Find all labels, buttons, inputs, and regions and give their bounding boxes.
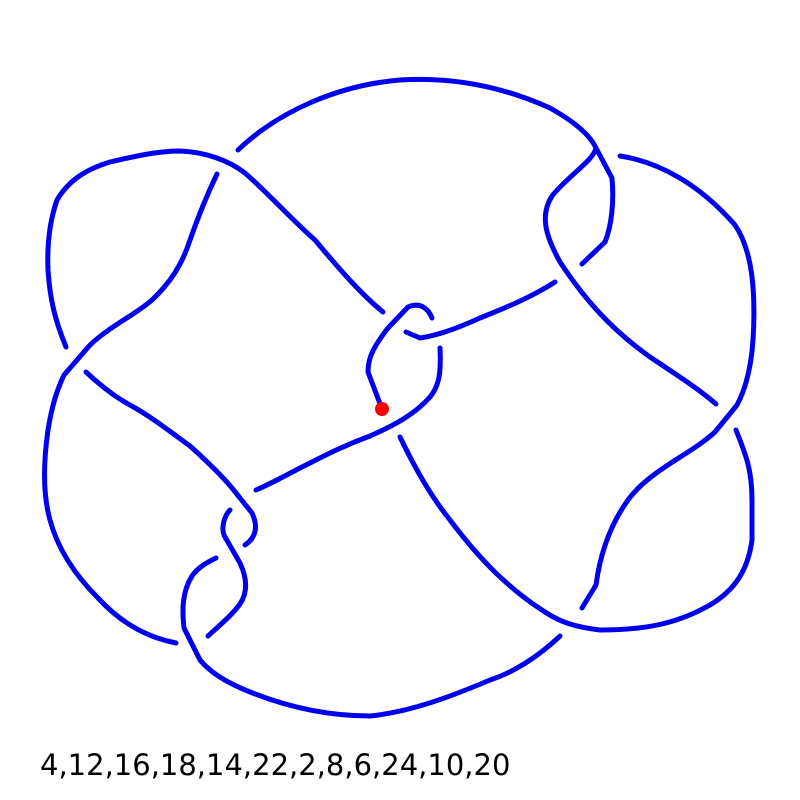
knot-strand: [205, 507, 249, 639]
knot-strand: [83, 369, 258, 548]
knot-strand: [45, 148, 386, 350]
knot-strand: [579, 153, 757, 611]
start-point-marker: [375, 402, 389, 416]
knot-strand: [403, 279, 558, 341]
knot-strand: [42, 171, 220, 646]
knot-code-caption: 4,12,16,18,14,22,2,8,6,24,10,20: [40, 748, 511, 782]
knot-strand: [235, 76, 616, 267]
knot-strand: [542, 145, 719, 407]
knot-strand: [180, 555, 563, 719]
knot-strand: [253, 345, 443, 493]
knot-strand: [365, 302, 435, 412]
knot-strands: [42, 76, 757, 719]
knot-strand: [397, 427, 755, 633]
